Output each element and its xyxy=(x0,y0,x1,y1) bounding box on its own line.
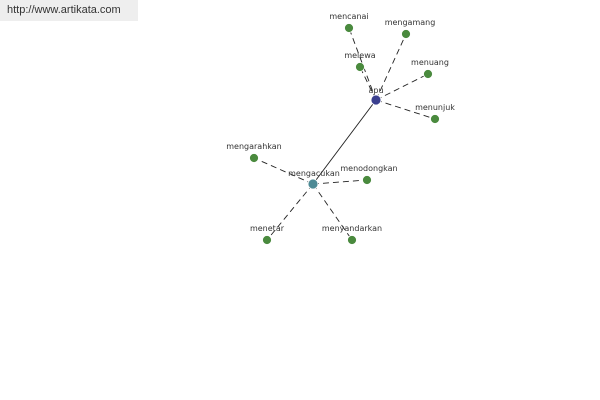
edge-mengacukan-menetar xyxy=(266,183,314,241)
leaf-label-mengamang[interactable]: mengamang xyxy=(385,18,436,27)
edge-apu-melewa xyxy=(359,66,377,101)
leaf-label-menyandarkan[interactable]: menyandarkan xyxy=(322,224,382,233)
edge-mengacukan-menodongkan xyxy=(312,179,368,185)
leaf-node-menodongkan[interactable] xyxy=(362,175,372,185)
edge-apu-mengacukan xyxy=(312,99,377,185)
leaf-node-mencanai[interactable] xyxy=(344,23,354,33)
nodes-layer xyxy=(249,23,440,245)
leaf-label-menunjuk[interactable]: menunjuk xyxy=(415,103,455,112)
edge-apu-mengamang xyxy=(375,33,407,101)
source-url-text[interactable]: http://www.artikata.com xyxy=(7,4,121,16)
hub-node-mengacukan[interactable] xyxy=(307,178,319,190)
leaf-label-mencanai[interactable]: mencanai xyxy=(329,12,368,21)
leaf-node-menunjuk[interactable] xyxy=(430,114,440,124)
leaf-node-menetar[interactable] xyxy=(262,235,272,245)
leaf-label-mengarahkan[interactable]: mengarahkan xyxy=(226,142,282,151)
leaf-node-menyandarkan[interactable] xyxy=(347,235,357,245)
hub-label-mengacukan[interactable]: mengacukan xyxy=(288,169,340,178)
leaf-node-mengarahkan[interactable] xyxy=(249,153,259,163)
edge-mengacukan-menyandarkan xyxy=(312,183,353,241)
labels-layer: apu mengacukan mencanai mengamang melewa menu… xyxy=(226,12,455,233)
edge-apu-menuang xyxy=(375,73,429,101)
source-url-bar: http://www.artikata.com xyxy=(0,0,138,21)
leaf-label-menodongkan[interactable]: menodongkan xyxy=(340,164,397,173)
edge-apu-mencanai xyxy=(348,27,377,101)
leaf-label-melewa[interactable]: melewa xyxy=(344,51,375,60)
leaf-label-menuang[interactable]: menuang xyxy=(411,58,449,67)
edge-mengacukan-mengarahkan xyxy=(253,157,314,185)
edge-apu-menunjuk xyxy=(375,99,436,120)
leaf-node-mengamang[interactable] xyxy=(401,29,411,39)
hub-label-apu[interactable]: apu xyxy=(368,86,383,95)
hub-node-apu[interactable] xyxy=(370,94,382,106)
leaf-node-menuang[interactable] xyxy=(423,69,433,79)
edges-layer xyxy=(253,27,436,241)
leaf-label-menetar[interactable]: menetar xyxy=(250,224,285,233)
leaf-node-melewa[interactable] xyxy=(355,62,365,72)
